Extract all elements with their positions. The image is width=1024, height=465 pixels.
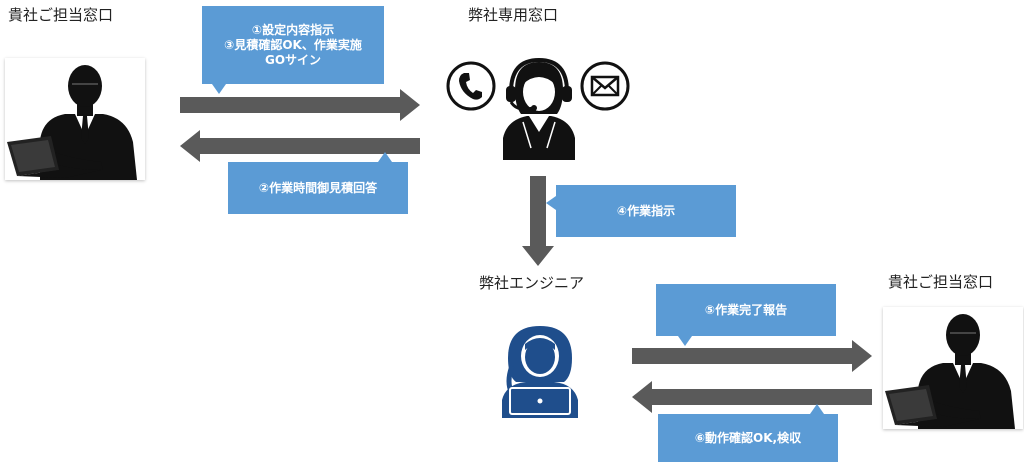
step4-line: ④作業指示 (616, 203, 676, 218)
client-right-figure (883, 307, 1023, 429)
note-pointer (810, 404, 824, 414)
engineer-label: 弊社エンジニア (479, 274, 585, 292)
step5-note: ⑤作業完了報告 (656, 284, 836, 336)
arrow-right-to-client (632, 340, 872, 372)
our-desk-label: 弊社専用窓口 (468, 6, 559, 24)
our-desk-figure (445, 56, 635, 160)
mail-icon (580, 61, 630, 111)
step6-line: ⑥動作確認OK,検収 (694, 430, 802, 445)
step1-line: ①設定内容指示 (251, 22, 335, 37)
note-pointer (378, 152, 392, 162)
step1-step3-note: ①設定内容指示 ③見積確認OK、作業実施 GOサイン (202, 6, 384, 84)
client-left-figure (5, 58, 145, 180)
headset-operator-icon (503, 57, 575, 160)
step3-line-1: ③見積確認OK、作業実施 (224, 37, 362, 52)
step3-line-2: GOサイン (264, 52, 322, 67)
arrow-right-to-desk (180, 89, 420, 121)
arrow-down-to-engineer (522, 176, 554, 266)
note-pointer (546, 196, 556, 210)
step5-line: ⑤作業完了報告 (704, 302, 788, 317)
businessman-laptop-icon (885, 314, 1015, 429)
client-right-label: 貴社ご担当窓口 (888, 273, 994, 291)
step2-line: ②作業時間御見積回答 (258, 180, 378, 195)
phone-icon (446, 61, 496, 111)
arrow-left-to-client (180, 130, 420, 162)
step6-note: ⑥動作確認OK,検収 (658, 414, 838, 462)
step2-note: ②作業時間御見積回答 (228, 162, 408, 214)
businessman-laptop-icon (7, 65, 137, 180)
step4-note: ④作業指示 (556, 185, 736, 237)
note-pointer (212, 84, 226, 94)
client-left-label: 貴社ご担当窓口 (8, 6, 114, 24)
note-pointer (678, 336, 692, 346)
engineer-laptop-icon (502, 326, 578, 418)
arrow-left-to-engineer (632, 381, 872, 413)
